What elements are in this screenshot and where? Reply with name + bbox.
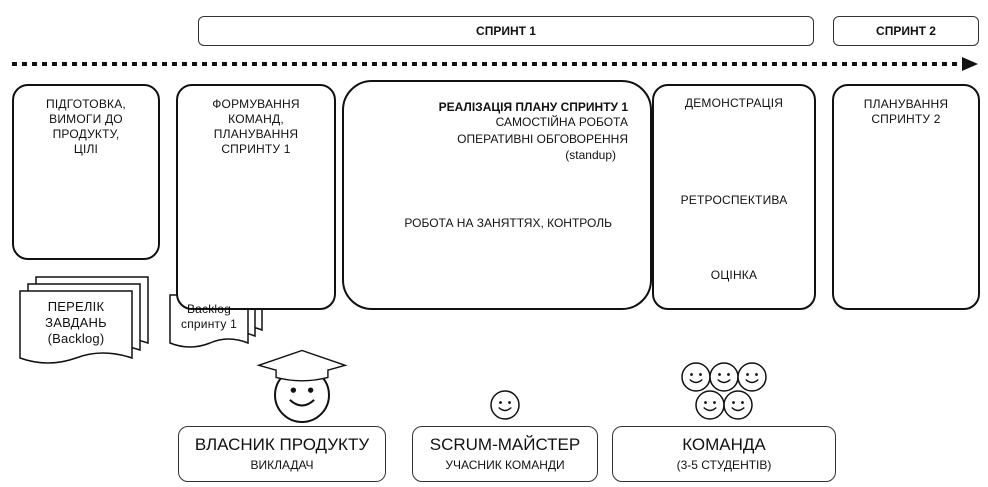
sprint-2-bar: СПРИНТ 2 <box>833 16 979 46</box>
stage-planning2-box <box>832 84 980 310</box>
team-face-icon <box>723 390 753 420</box>
retro-label: РЕТРОСПЕКТИВА <box>680 193 788 207</box>
product-owner-face-icon <box>256 349 348 423</box>
class-work-label: РОБОТА НА ЗАНЯТТЯХ, КОНТРОЛЬ <box>404 216 612 230</box>
role-scrum-master-subtitle: УЧАСНИК КОМАНДИ <box>445 458 565 472</box>
demo-label: ДЕМОНСТРАЦІЯ <box>684 96 784 110</box>
scrum-master-face-icon <box>490 390 520 420</box>
role-scrum-master: SCRUM-МАЙСТЕР УЧАСНИК КОМАНДИ <box>412 426 598 482</box>
team-face-icon <box>681 362 711 392</box>
stage-formation-box <box>176 84 336 310</box>
grade-label: ОЦІНКА <box>710 268 758 282</box>
team-face-icon <box>695 390 725 420</box>
stage-preparation-text: ПІДГОТОВКА,ВИМОГИ ДО ПРОДУКТУ,ЦІЛІ <box>46 97 126 156</box>
implementation-title: РЕАЛІЗАЦІЯ ПЛАНУ СПРИНТУ 1 <box>438 100 628 114</box>
stage-review-box <box>652 84 816 310</box>
sprint-1-label: СПРИНТ 1 <box>476 24 536 38</box>
standup-sub-label: (standup) <box>565 148 616 162</box>
stage-implementation-box <box>342 80 652 310</box>
role-product-owner-subtitle: ВИКЛАДАЧ <box>250 458 314 472</box>
team-face-icon <box>709 362 739 392</box>
role-product-owner-title: ВЛАСНИК ПРОДУКТУ <box>194 435 370 454</box>
role-team-subtitle: (3-5 СТУДЕНТІВ) <box>676 458 772 472</box>
stage-preparation-box <box>12 84 160 260</box>
team-face-icon <box>737 362 767 392</box>
role-scrum-master-title: SCRUM-МАЙСТЕР <box>429 435 581 454</box>
role-team-title: КОМАНДА <box>682 435 766 454</box>
timeline-arrow-head <box>962 57 978 71</box>
role-product-owner: ВЛАСНИК ПРОДУКТУ ВИКЛАДАЧ <box>178 426 386 482</box>
role-team: КОМАНДА (3-5 СТУДЕНТІВ) <box>612 426 836 482</box>
sprint-2-label: СПРИНТ 2 <box>876 24 936 38</box>
standup-label: ОПЕРАТИВНІ ОБГОВОРЕННЯ <box>457 132 628 146</box>
backlog-document-icon <box>19 276 149 364</box>
sprint-1-bar: СПРИНТ 1 <box>198 16 814 46</box>
self-work-label: САМОСТІЙНА РОБОТА <box>495 115 628 129</box>
